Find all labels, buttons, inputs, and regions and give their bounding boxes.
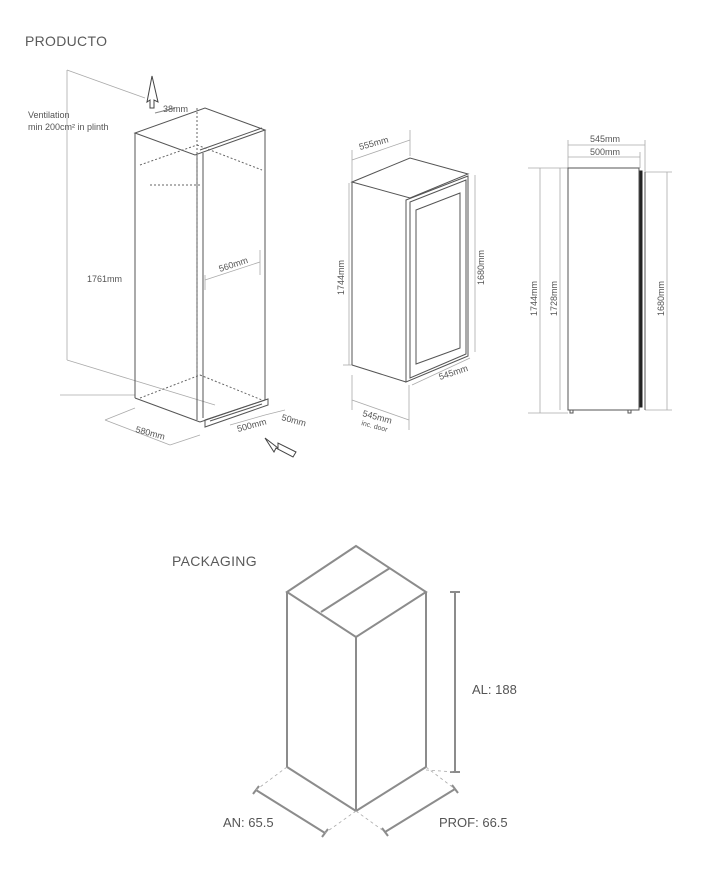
ventilation-requirement: min 200cm² in plinth <box>28 122 109 132</box>
side-body-depth-dimension: 500mm <box>590 147 620 157</box>
side-total-depth-dimension: 545mm <box>590 134 620 144</box>
door-height-dimension: 1680mm <box>476 250 486 285</box>
front-height-dimension: 1744mm <box>336 260 346 295</box>
side-view-diagram <box>528 140 672 414</box>
side-body-height-dimension: 1728mm <box>549 281 559 316</box>
side-door-height-dimension: 1680mm <box>656 281 666 316</box>
packaging-box-diagram <box>252 544 460 838</box>
front-view-diagram <box>343 130 476 430</box>
top-gap-dimension: 38mm <box>163 104 188 114</box>
niche-width-dimension: 580mm <box>134 424 166 441</box>
plinth-width-dimension: 500mm <box>236 417 268 434</box>
packaging-depth-label: PROF: 66.5 <box>439 815 508 830</box>
product-section-title: PRODUCTO <box>25 33 108 49</box>
packaging-height-label: AL: 188 <box>472 682 517 697</box>
side-total-height-dimension: 1744mm <box>529 281 539 316</box>
installation-diagram <box>60 69 297 458</box>
niche-height-dimension: 1761mm <box>87 274 122 284</box>
front-width-dimension: 555mm <box>358 135 390 152</box>
plinth-height-dimension: 50mm <box>280 412 307 428</box>
ventilation-label: Ventilation <box>28 110 70 120</box>
packaging-section-title: PACKAGING <box>172 553 257 569</box>
packaging-width-label: AN: 65.5 <box>223 815 274 830</box>
